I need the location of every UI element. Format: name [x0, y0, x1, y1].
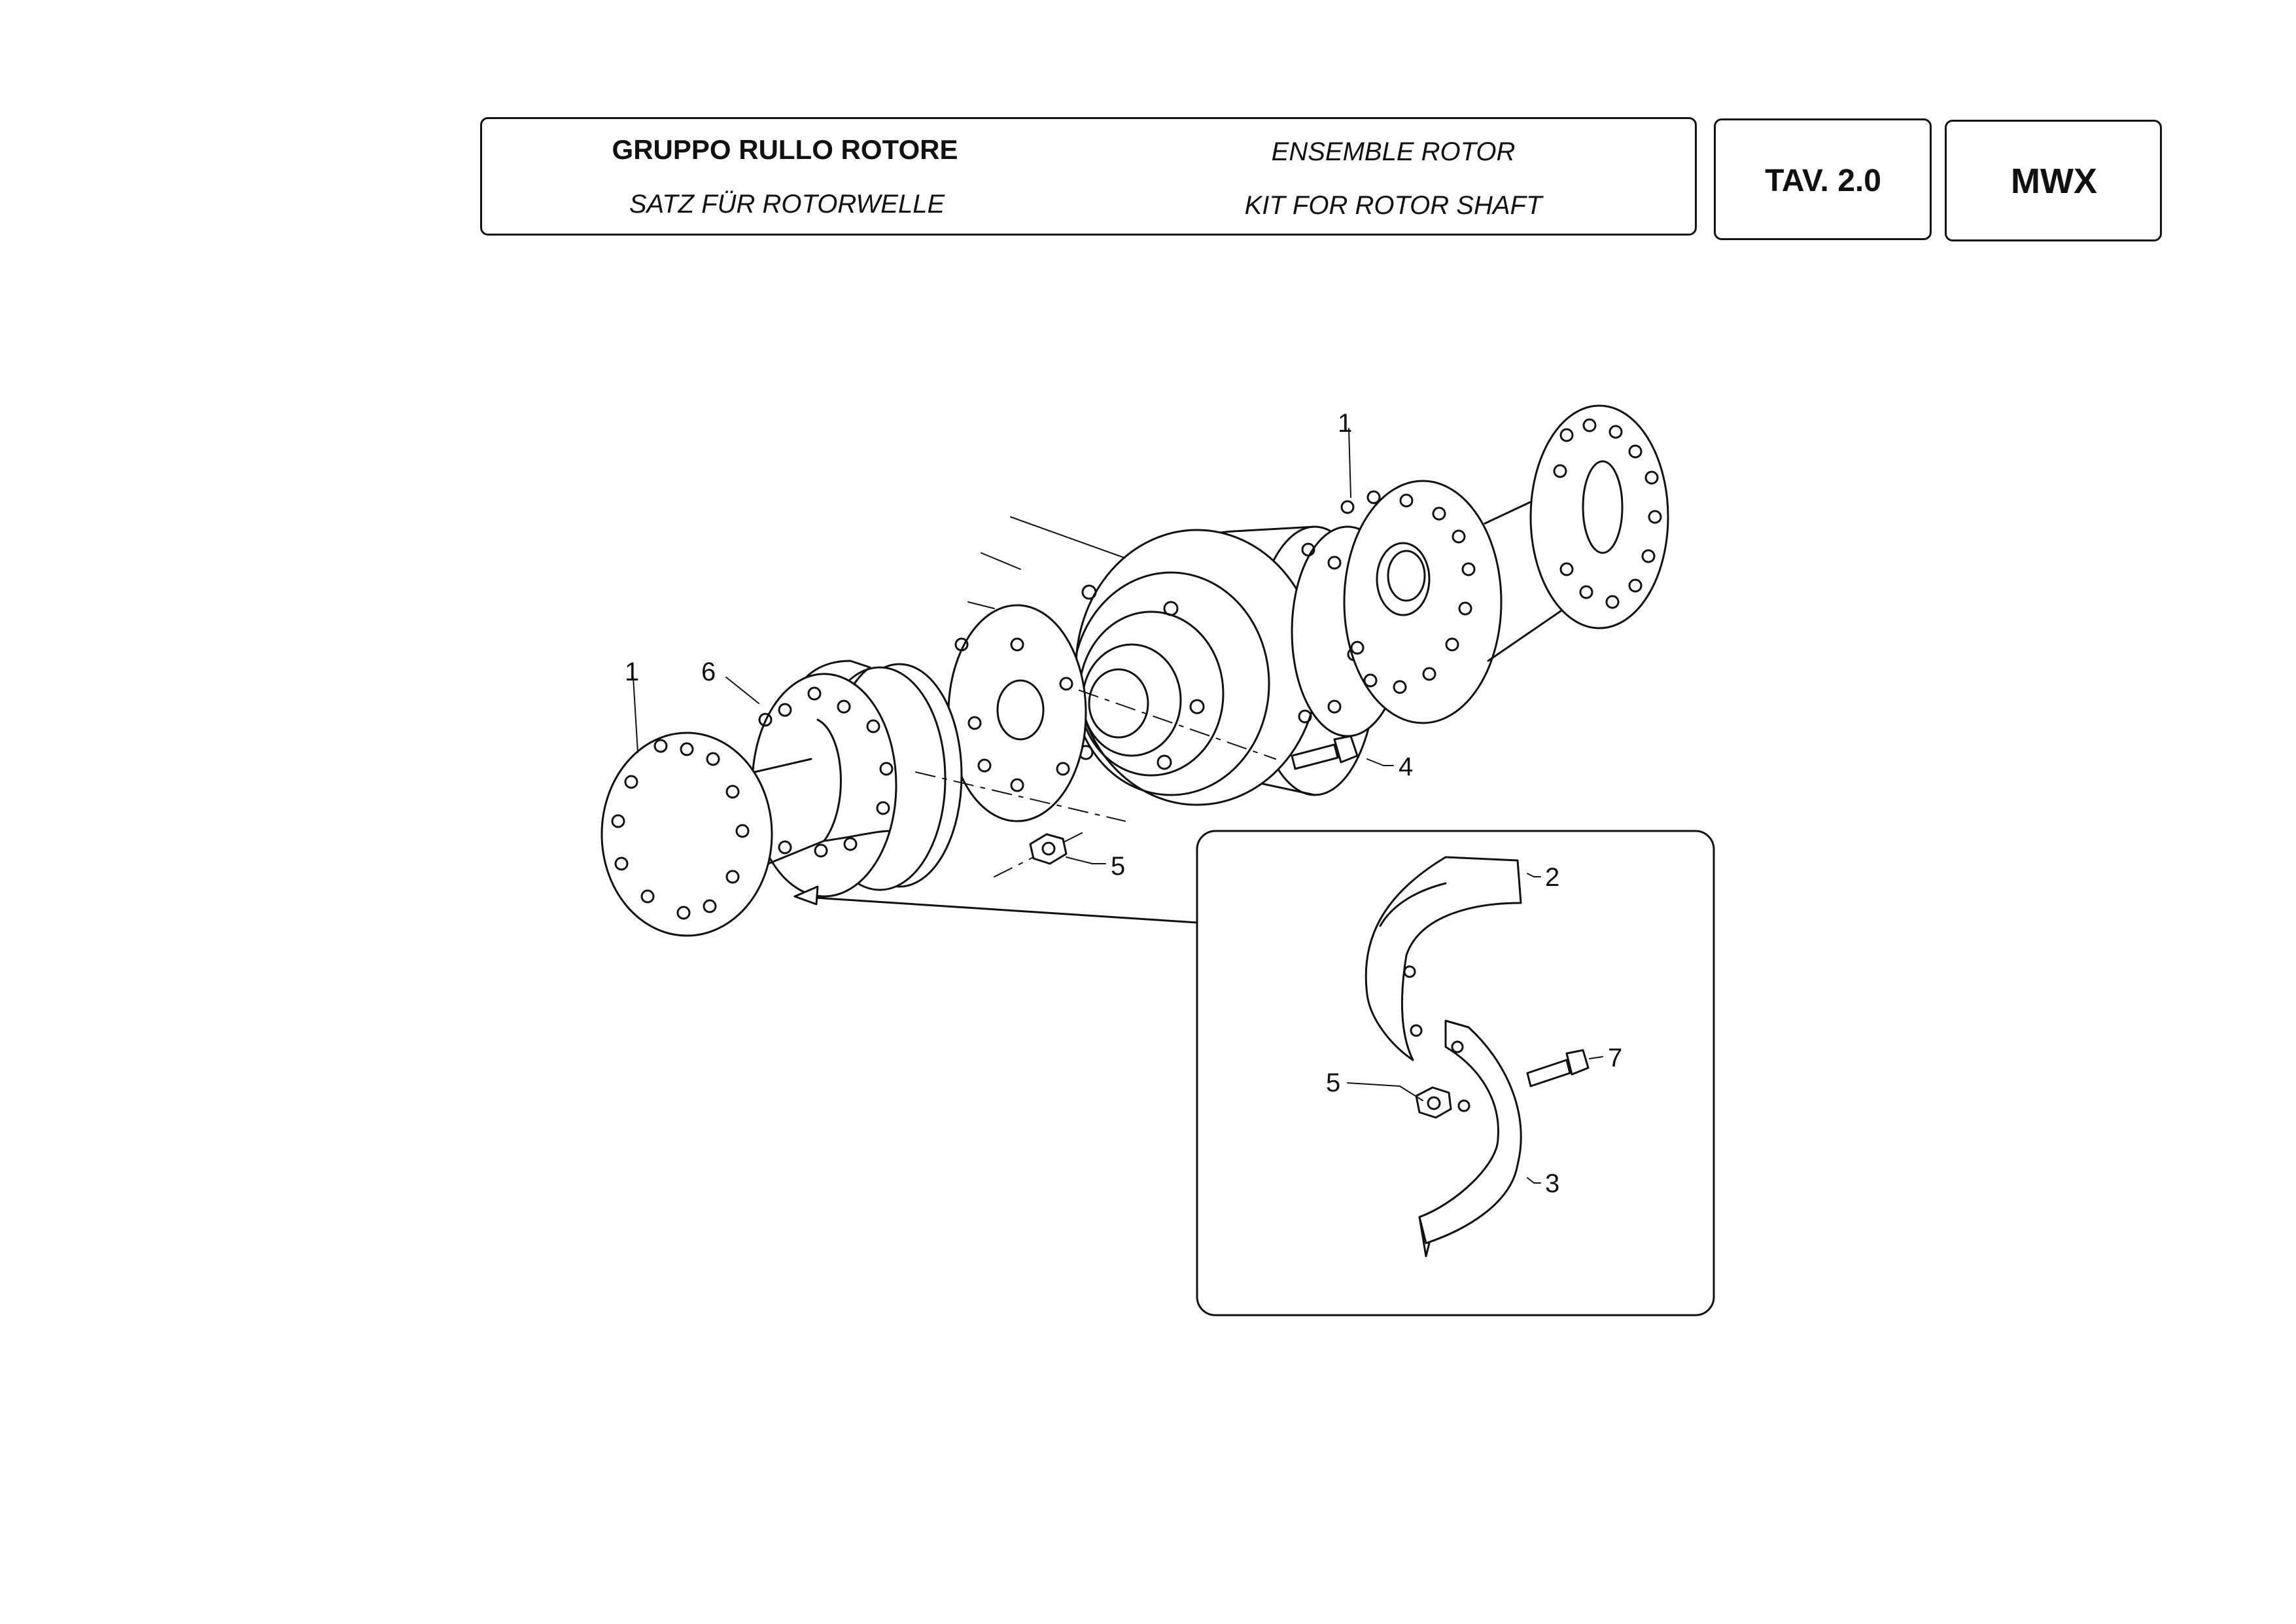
bolt-7: [1526, 1049, 1590, 1087]
blade-2: [1365, 856, 1522, 1061]
bolt-4: [1291, 735, 1359, 770]
title-italian: GRUPPO RULLO ROTORE: [612, 134, 958, 165]
half-flange-stack: [751, 660, 963, 898]
table-number: TAV. 2.0: [1765, 164, 1881, 198]
title-french: ENSEMBLE ROTOR: [1271, 137, 1516, 166]
callout-nut-detail: 5: [1326, 1068, 1340, 1097]
nut-5-detail: [1415, 1086, 1452, 1119]
title-english: KIT FOR ROTOR SHAFT: [1244, 191, 1542, 220]
model-code: MWX: [2011, 162, 2097, 201]
callout-bolt-main: 4: [1399, 752, 1413, 781]
right-flange-shaft: [1340, 404, 1669, 724]
callout-nut-main: 5: [1111, 852, 1125, 881]
middle-flat-flange: [947, 604, 1087, 822]
blade-3: [1418, 1019, 1522, 1258]
callout-blade-left: 2: [1545, 863, 1559, 892]
title-block: [480, 117, 1697, 236]
callout-bolt-detail: 7: [1608, 1044, 1622, 1072]
model-box: [1945, 120, 2162, 241]
callout-flange-right: 1: [1338, 409, 1352, 438]
callout-half-flange: 6: [701, 658, 716, 686]
title-german: SATZ FÜR ROTORWELLE: [629, 190, 945, 219]
left-flange-shaft: [600, 732, 826, 937]
nut-5: [1029, 833, 1068, 865]
callout-flange-left: 1: [625, 658, 639, 686]
table-number-box: [1714, 118, 1932, 240]
callout-blade-right: 3: [1545, 1169, 1559, 1198]
blade-detail-box: [1196, 830, 1715, 1316]
